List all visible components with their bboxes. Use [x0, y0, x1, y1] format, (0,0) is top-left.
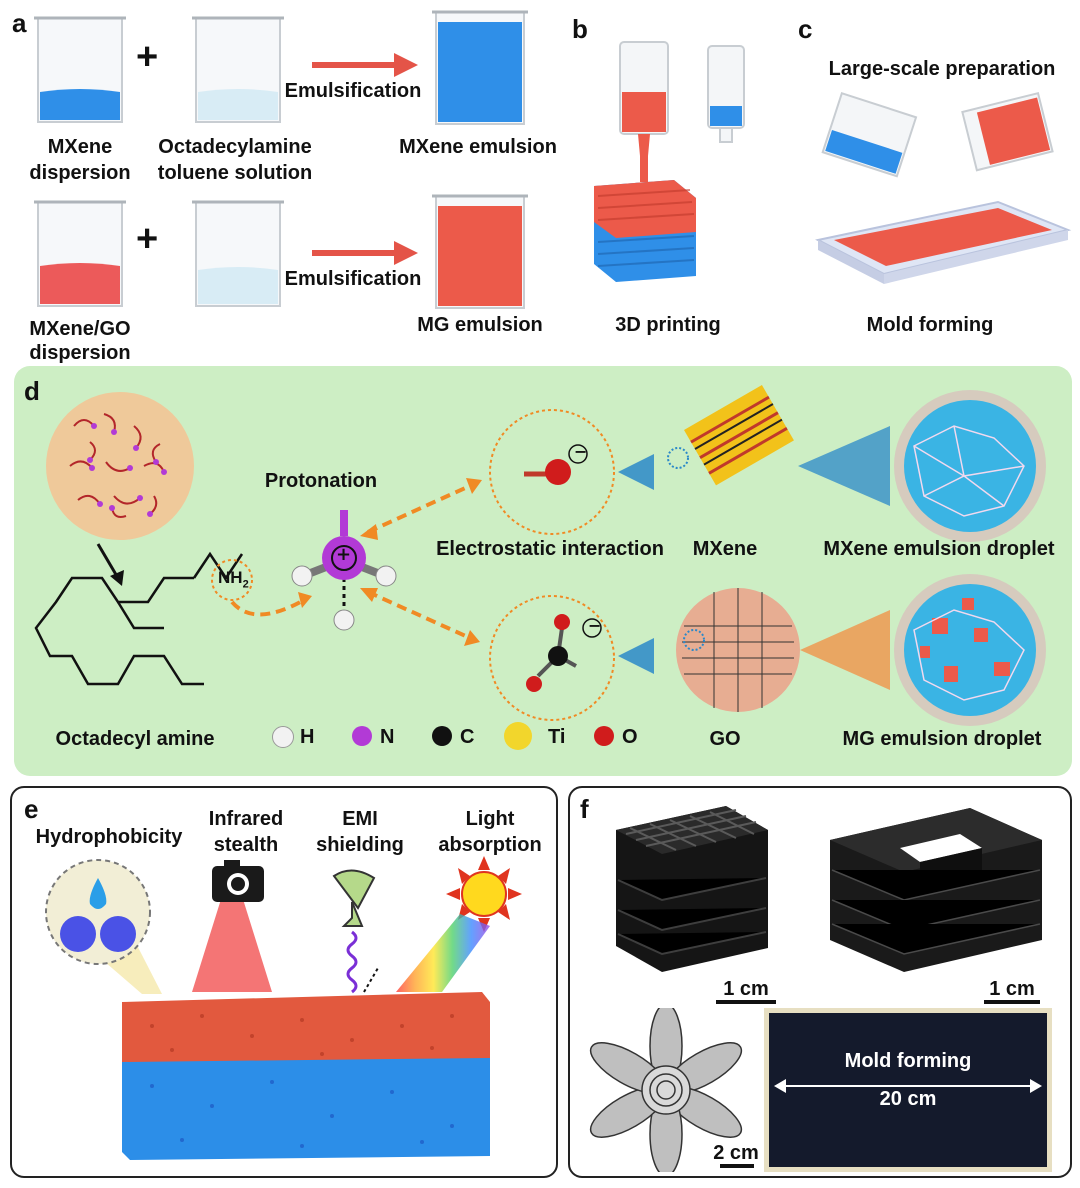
light-label-2: absorption: [438, 834, 542, 856]
legend-h-ball: [272, 726, 294, 748]
panel-e-frame: [10, 786, 558, 1178]
plus-charge: +: [336, 544, 352, 565]
beaker-mxene-go-dispersion: [34, 200, 126, 307]
nh2-text: NH: [218, 568, 243, 587]
panel-f-letter: f: [580, 794, 589, 824]
3d-printing-illustration: [594, 41, 745, 282]
nh2-label: NH2: [218, 568, 249, 590]
legend-ti: Ti: [548, 726, 566, 748]
beaker-mxene-emulsion: [432, 10, 528, 125]
plus-sign-2: +: [136, 218, 159, 260]
mxene-droplet-label: MXene emulsion droplet: [823, 538, 1055, 560]
octadecylamine-label-2: toluene solution: [157, 162, 313, 184]
go-label: GO: [709, 728, 741, 750]
beaker-octadecylamine: [192, 16, 284, 123]
minus-charge-top: −: [574, 442, 588, 461]
scale-label-1: 1 cm: [723, 978, 769, 1000]
scale-bar-2: [984, 1000, 1040, 1004]
legend-n-ball: [352, 726, 372, 746]
legend-c: C: [460, 726, 475, 748]
emi-label-2: shielding: [316, 834, 404, 856]
large-scale-title: Large-scale preparation: [828, 58, 1056, 80]
mxene-emulsion-label: MXene emulsion: [399, 136, 557, 158]
panel-d-letter: d: [24, 376, 40, 406]
emi-label-1: EMI: [342, 808, 378, 830]
emulsification-label-1: Emulsification: [284, 80, 422, 102]
twenty-cm-label: 20 cm: [879, 1088, 937, 1110]
mxene-label: MXene: [692, 538, 758, 560]
mxene-dispersion-label-2: dispersion: [29, 162, 131, 184]
legend-h: H: [300, 726, 315, 748]
plus-sign: +: [136, 36, 159, 78]
legend-o-ball: [594, 726, 614, 746]
scale-bar-1: [716, 1000, 776, 1004]
infrared-label-2: stealth: [213, 834, 279, 856]
protonation-label: Protonation: [264, 470, 378, 492]
legend-ti-ball: [504, 722, 532, 750]
beaker-mg-emulsion: [432, 194, 528, 309]
atom-legend: H N C Ti O: [268, 722, 668, 752]
mxene-dispersion-label-1: MXene: [47, 136, 113, 158]
legend-c-ball: [432, 726, 452, 746]
mg-emulsion-label: MG emulsion: [417, 314, 543, 336]
panel-b-letter: b: [572, 14, 588, 44]
mg-droplet-label: MG emulsion droplet: [842, 728, 1042, 750]
mxene-go-label-1: MXene/GO: [29, 318, 131, 340]
properties-illustration: [45, 856, 522, 1160]
mold-forming-photo: [764, 1008, 1052, 1172]
panel-d-background: [14, 366, 1072, 776]
scale-label-2: 1 cm: [989, 978, 1035, 1000]
3d-printing-label: 3D printing: [615, 314, 721, 336]
printed-flower-photo: [589, 1008, 743, 1172]
panel-a-letter: a: [12, 8, 27, 38]
panel-c-letter: c: [798, 14, 813, 44]
mold-forming-illustration: [815, 91, 1072, 284]
printed-frame-photo: [830, 808, 1042, 972]
twenty-cm-arrow: [774, 1079, 1042, 1093]
emulsification-arrow-2: [312, 241, 418, 265]
electrostatic-label: Electrostatic interaction: [436, 538, 664, 560]
legend-n: N: [380, 726, 395, 748]
mold-forming-photo-label: Mold forming: [844, 1050, 972, 1072]
nh2-subscript: 2: [242, 578, 249, 591]
beaker-octadecylamine-2: [192, 200, 284, 307]
beaker-mxene-dispersion: [34, 16, 126, 123]
octadecyl-amine-label: Octadecyl amine: [55, 728, 215, 750]
panel-e-letter: e: [24, 794, 39, 824]
light-label-1: Light: [465, 808, 515, 830]
legend-o: O: [622, 726, 638, 748]
infrared-label-1: Infrared: [208, 808, 284, 830]
emulsification-label-2: Emulsification: [284, 268, 422, 290]
minus-charge-bottom: −: [588, 616, 602, 635]
octadecylamine-label-1: Octadecylamine: [158, 136, 312, 158]
scale-label-3: 2 cm: [713, 1142, 759, 1164]
emulsification-arrow-1: [312, 53, 418, 77]
mold-forming-label: Mold forming: [866, 314, 994, 336]
hydrophobicity-label: Hydrophobicity: [35, 826, 183, 848]
panel-f-frame: [568, 786, 1072, 1178]
mxene-go-label-2: dispersion: [29, 342, 131, 364]
scale-bar-3: [720, 1164, 754, 1168]
printed-lattice-photo: [616, 806, 768, 972]
mechanism-diagram: [34, 385, 1046, 726]
